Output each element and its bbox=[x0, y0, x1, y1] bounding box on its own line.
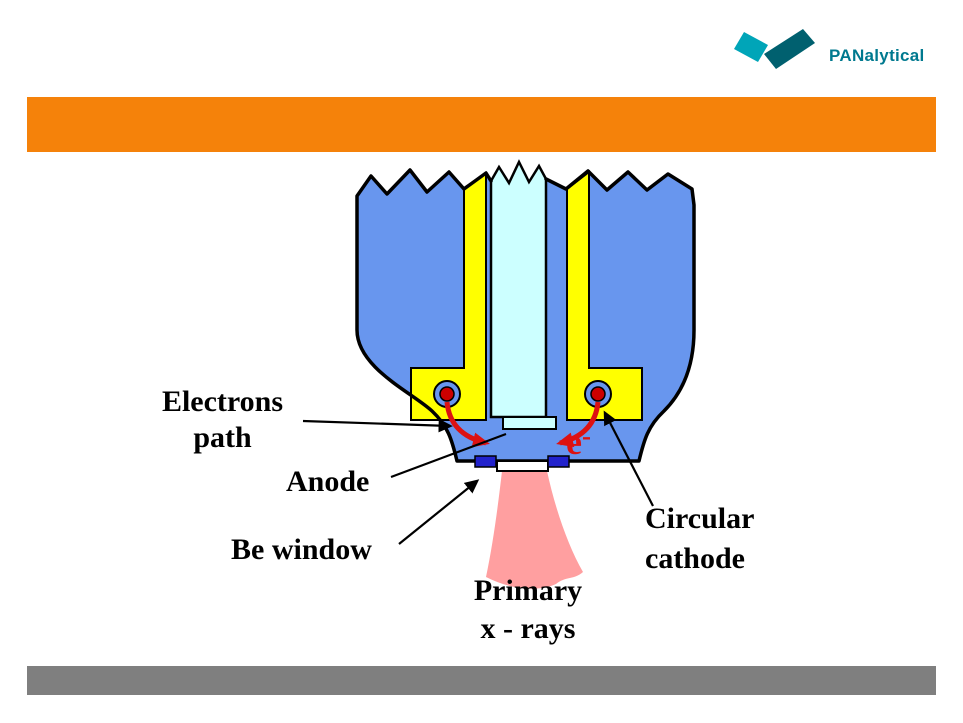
be-window-label: Be window bbox=[231, 533, 372, 566]
electrons-path-label-line2: path bbox=[193, 421, 252, 454]
electron-arrow-right bbox=[556, 401, 601, 448]
panalytical-logo-mark bbox=[734, 29, 815, 69]
electrons-path-label-line1: Electrons bbox=[161, 385, 284, 418]
tube-body-outline bbox=[355, 168, 696, 463]
cathode-dot-right bbox=[590, 386, 606, 402]
electron-charge-superscript: - bbox=[581, 421, 591, 451]
be-window-left bbox=[474, 455, 497, 468]
circular-cathode-label-line2: cathode bbox=[645, 542, 745, 575]
anode-target bbox=[502, 416, 557, 430]
logo-mark-left bbox=[734, 32, 768, 62]
electron-symbol-text: e bbox=[566, 422, 582, 462]
electrons-path-leader bbox=[302, 418, 453, 433]
circular-cathode-leader bbox=[603, 410, 654, 507]
logo-wordmark-bold: PAN bbox=[829, 46, 865, 65]
logo-mark-right bbox=[764, 29, 815, 69]
primary-xrays-label-line2: x - rays bbox=[480, 612, 576, 645]
primary-xrays-label-line1: Primary bbox=[473, 574, 583, 607]
gray-footer-bar bbox=[27, 666, 936, 695]
primary-xrays-label: Primary x - rays bbox=[447, 572, 609, 648]
window-slot bbox=[496, 460, 549, 472]
circular-cathode-label: Circular cathode bbox=[645, 499, 754, 579]
circular-cathode-label-line1: Circular bbox=[645, 502, 755, 535]
be-window-right bbox=[547, 455, 570, 468]
cathode-dot-left bbox=[439, 386, 455, 402]
electrons-path-label: Electrons path bbox=[135, 384, 310, 456]
logo-wordmark: PANalytical bbox=[829, 46, 925, 66]
logo-wordmark-rest: alytical bbox=[864, 46, 925, 65]
orange-banner-bar bbox=[27, 97, 936, 152]
primary-xray-beam bbox=[486, 471, 583, 589]
center-column bbox=[489, 159, 548, 419]
electron-symbol-label: e- bbox=[566, 418, 591, 460]
anode-label: Anode bbox=[286, 465, 370, 498]
be-window-leader bbox=[398, 479, 480, 545]
electron-arrow-left bbox=[444, 401, 490, 448]
anode-leader bbox=[390, 432, 507, 479]
